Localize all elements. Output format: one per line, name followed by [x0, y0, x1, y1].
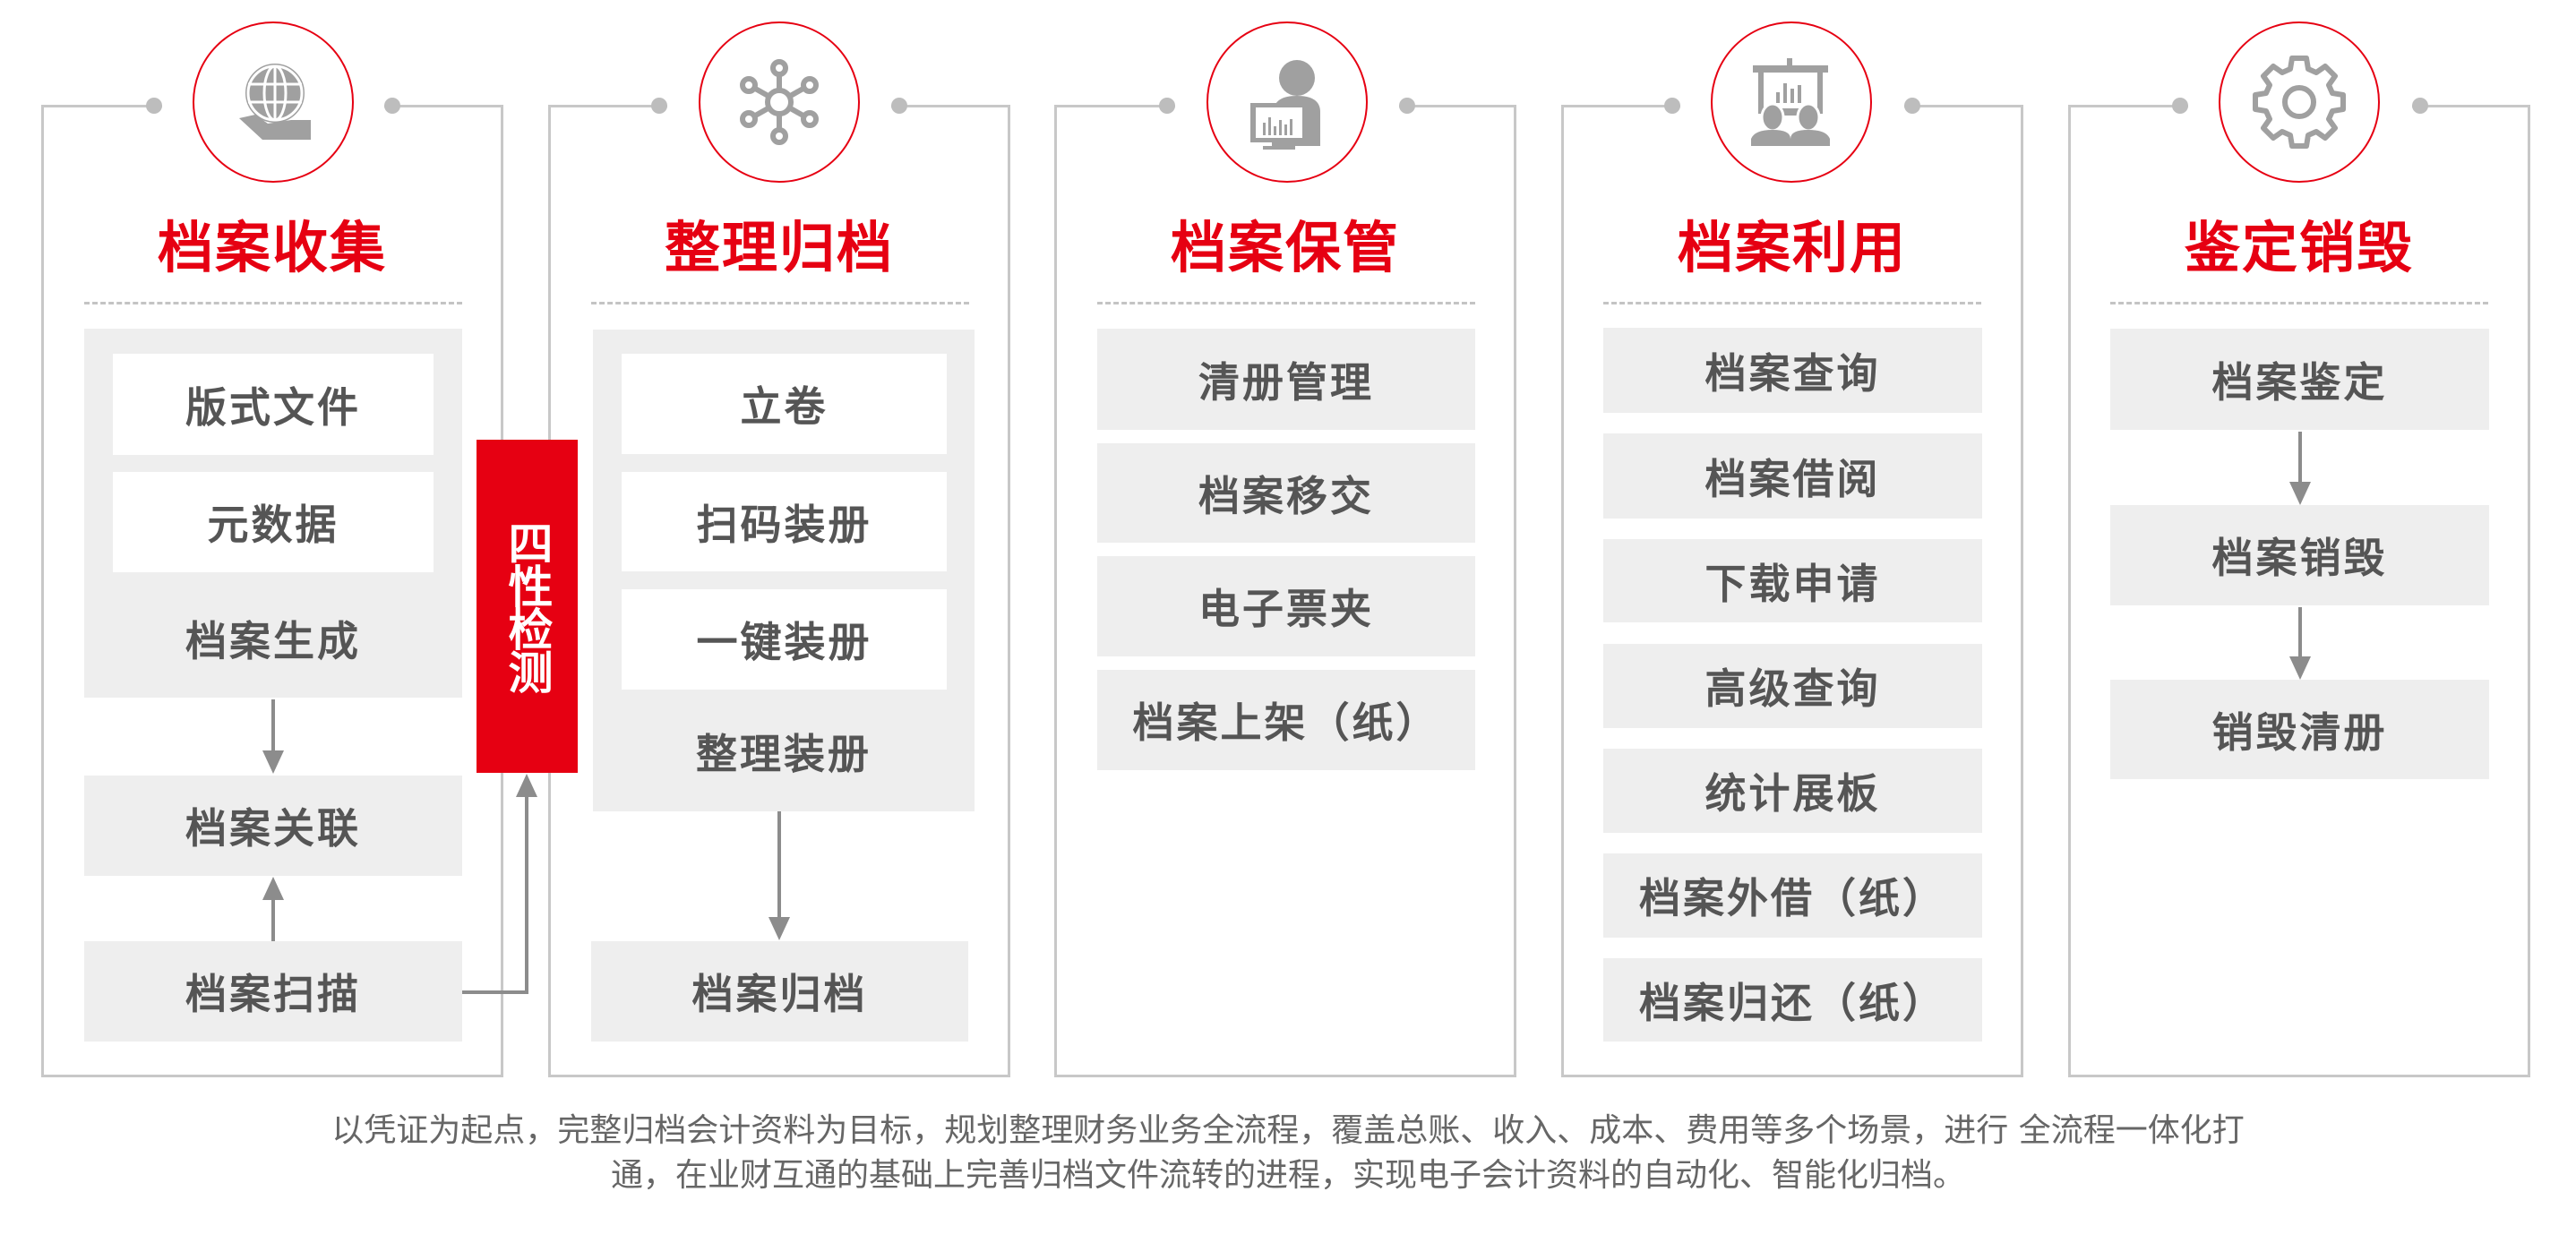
stage-title: 整理归档 [664, 215, 894, 280]
title-divider [84, 302, 462, 304]
flow-item-scan-binding[interactable]: 扫码装册 [622, 472, 947, 571]
stage-icon-circle [1206, 21, 1368, 183]
flow-item-archive-link[interactable]: 档案关联 [84, 776, 462, 876]
presentation-people-icon [1742, 53, 1841, 151]
title-divider [1603, 302, 1981, 304]
usage-item[interactable]: 统计展板 [1603, 749, 1982, 833]
usage-item[interactable]: 档案借阅 [1603, 433, 1982, 519]
connector-dot [891, 98, 907, 114]
storage-item[interactable]: 清册管理 [1097, 329, 1475, 430]
connector-dot [1159, 98, 1175, 114]
caption-line-1: 以凭证为起点，完整归档会计资料为目标，规划整理财务业务全流程，覆盖总账、收入、成… [331, 1112, 2245, 1149]
usage-item[interactable]: 档案外借（纸） [1603, 853, 1982, 938]
arrow-line [2298, 432, 2302, 485]
arrow-line [271, 898, 275, 941]
usage-item[interactable]: 高级查询 [1603, 644, 1982, 728]
arrow-up-icon [262, 877, 284, 900]
flow-item-layout-file[interactable]: 版式文件 [113, 354, 434, 455]
title-divider [1097, 302, 1475, 304]
caption-line-2: 通，在业财互通的基础上完善归档文件流转的进程，实现电子会计资料的自动化、智能化归… [610, 1157, 1965, 1194]
storage-item[interactable]: 档案上架（纸） [1097, 670, 1475, 770]
stage-title: 档案保管 [1170, 215, 1400, 280]
gear-icon [2250, 53, 2348, 151]
destruction-item[interactable]: 档案鉴定 [2110, 329, 2489, 430]
flow-item-one-click-binding[interactable]: 一键装册 [622, 589, 947, 690]
connector-dot [2172, 98, 2188, 114]
arrow-line [777, 811, 781, 919]
connector-dot [1904, 98, 1920, 114]
stage-title: 鉴定销毁 [2184, 215, 2414, 280]
arrow-down-icon [262, 750, 284, 774]
stage-title: 档案利用 [1677, 215, 1907, 280]
connector-dot [146, 98, 162, 114]
flow-item-metadata[interactable]: 元数据 [113, 472, 434, 572]
destruction-item[interactable]: 销毁清册 [2110, 680, 2489, 779]
flow-item-filing-volume[interactable]: 立卷 [622, 354, 947, 454]
connector-dot [1399, 98, 1415, 114]
destruction-item[interactable]: 档案销毁 [2110, 505, 2489, 605]
archive-generation-label[interactable]: 档案生成 [185, 617, 361, 665]
four-properties-check-box[interactable]: 四性检测 [477, 440, 578, 773]
usage-item[interactable]: 档案查询 [1603, 328, 1982, 413]
flow-item-archive-filing[interactable]: 档案归档 [591, 941, 968, 1042]
stage-icon-circle [2219, 21, 2380, 183]
connector-line [462, 990, 528, 994]
stage-icon-circle [1711, 21, 1872, 183]
user-monitor-icon [1238, 53, 1336, 151]
stage-icon-circle [193, 21, 354, 183]
arrow-down-icon [2289, 482, 2311, 505]
storage-item[interactable]: 电子票夹 [1097, 556, 1475, 656]
arrow-up-icon [516, 774, 537, 797]
connector-dot [1664, 98, 1680, 114]
arrow-down-icon [2289, 656, 2311, 680]
stage-title: 档案收集 [157, 215, 387, 280]
arrow-line [271, 699, 275, 753]
stage-icon-circle [699, 21, 860, 183]
connector-dot [2412, 98, 2428, 114]
usage-item[interactable]: 下载申请 [1603, 539, 1982, 622]
arrow-down-icon [769, 917, 790, 940]
title-divider [2110, 302, 2488, 304]
usage-item[interactable]: 档案归还（纸） [1603, 958, 1982, 1042]
flow-item-archive-scan[interactable]: 档案扫描 [84, 941, 462, 1042]
arrow-line [2298, 607, 2302, 659]
connector-dot [384, 98, 400, 114]
connector-dot [651, 98, 667, 114]
network-nodes-icon [734, 57, 824, 147]
connector-line [525, 795, 528, 994]
storage-item[interactable]: 档案移交 [1097, 443, 1475, 543]
globe-hand-icon [228, 57, 318, 147]
title-divider [591, 302, 969, 304]
binding-group-label[interactable]: 整理装册 [696, 730, 872, 778]
